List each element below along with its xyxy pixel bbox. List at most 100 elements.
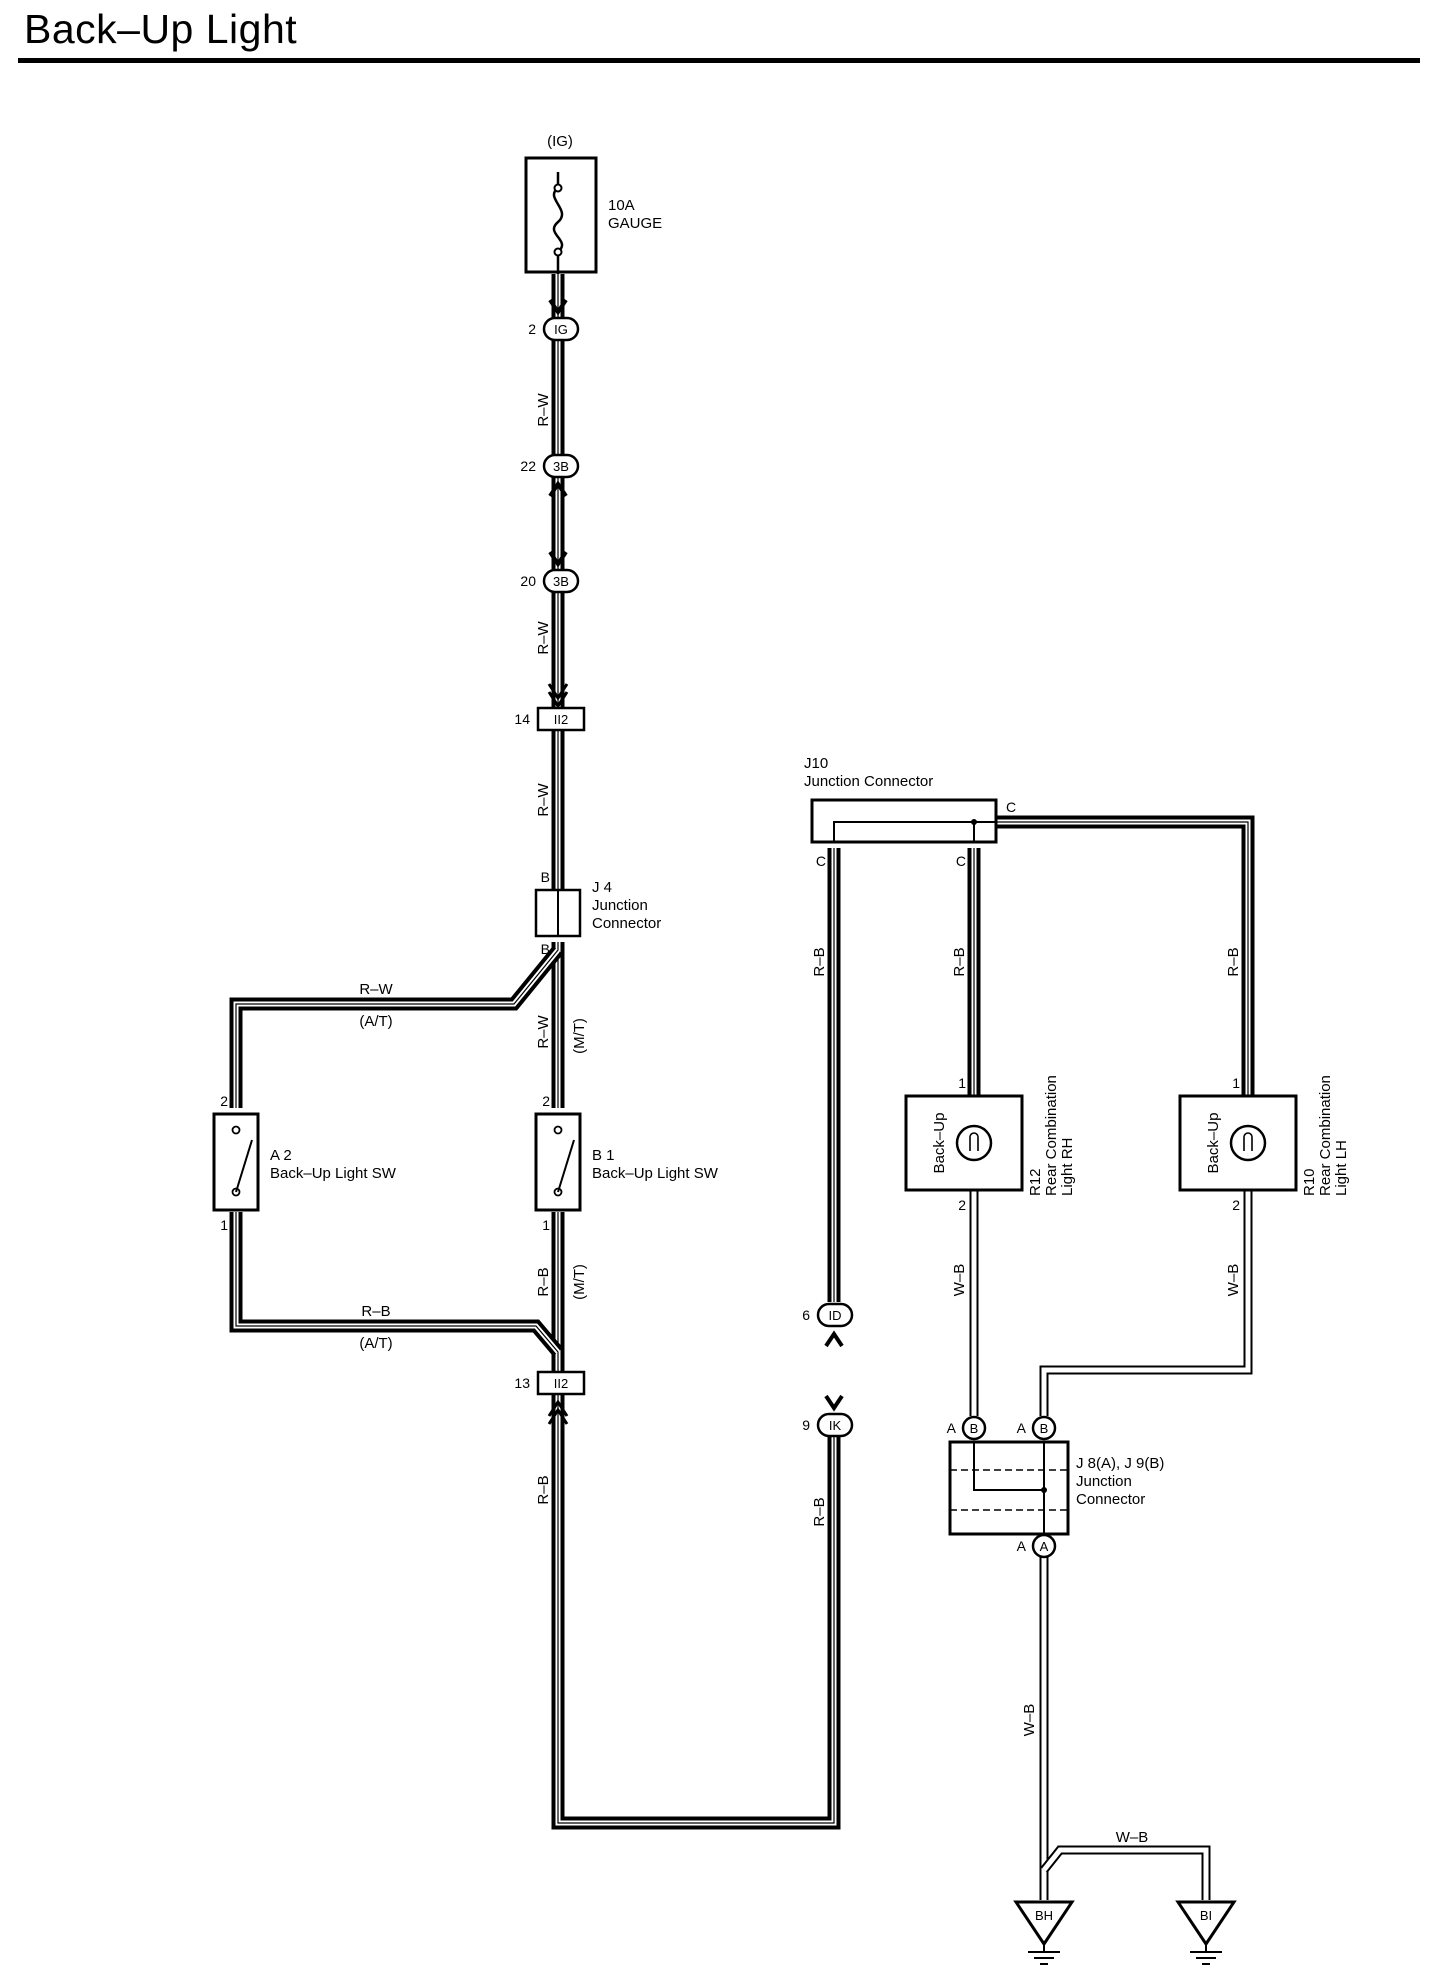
junction-j8-j9: B A B A A A J 8(A), J 9(B) Junction Conn… [947, 1415, 1164, 1559]
lamp-r10: 1 Back–Up 2 R10 Rear Combination Light L… [1178, 1075, 1350, 1213]
switch-a2-name: Back–Up Light SW [270, 1165, 397, 1182]
j8-pin1-code: B [970, 1421, 979, 1436]
wire-label-wb-branch: W–B [1116, 1829, 1149, 1846]
lamp-r12-pin-bottom: 2 [958, 1197, 966, 1213]
connector-3b-bottom: 3B 20 [520, 550, 580, 594]
wire-label-rb-main: R–B [535, 1475, 552, 1504]
j4-pin-top: B [541, 869, 550, 885]
j8j9-line1: Junction [1076, 1473, 1132, 1490]
ground-bi: BI [1175, 1900, 1237, 1965]
wire-label-wb-lh: W–B [1225, 1264, 1242, 1297]
j10-name: Junction Connector [804, 773, 933, 790]
switch-b1-id: B 1 [592, 1147, 615, 1164]
lamp-r12: 1 Back–Up 2 R12 Rear Combination Light R… [904, 1075, 1076, 1213]
j10-pin-left: C [816, 853, 826, 869]
title-divider [18, 58, 1420, 63]
connector-id-pin: 6 [802, 1307, 810, 1323]
switch-a2-pin-top: 2 [220, 1093, 228, 1109]
lamp-r10-line2: Light LH [1333, 1140, 1350, 1196]
j10-id: J10 [804, 755, 828, 772]
j10-pin-right: C [1006, 799, 1016, 815]
variant-at-bottom: (A/T) [359, 1335, 392, 1352]
lamp-r12-line1: Rear Combination [1043, 1075, 1060, 1196]
connector-ii2-top: II2 14 [514, 706, 586, 732]
wire-label-rw3: R–W [535, 782, 552, 816]
j8-pin2-letter: A [1017, 1420, 1027, 1436]
j8-pin2-code: B [1040, 1421, 1049, 1436]
junction-j4: B B J 4 Junction Connector [534, 869, 661, 957]
j4-line1: Junction [592, 897, 648, 914]
connector-ii2-bottom: II2 13 [514, 1370, 586, 1425]
wire-label-wb-main: W–B [1021, 1704, 1038, 1737]
lamp-r10-line1: Rear Combination [1317, 1075, 1334, 1196]
fuse-rating: 10A [608, 197, 635, 214]
wire-label-rb-j10-mid: R–B [951, 947, 968, 976]
switch-b1-pin-bottom: 1 [542, 1217, 550, 1233]
wire-labels: R–W R–W R–W R–W (A/T) R–W (M/T) R–B (M/T… [359, 392, 1242, 1846]
lamp-r12-label: Back–Up [931, 1113, 948, 1174]
ground-bh: BH [1013, 1900, 1075, 1965]
connector-ig: IG 2 [528, 298, 580, 342]
wire-wb-lh [1039, 1190, 1253, 1416]
j8j9-line2: Connector [1076, 1491, 1145, 1508]
wire-rw-at [229, 945, 564, 1108]
lamp-r12-id: R12 [1027, 1168, 1044, 1196]
ground-bh-label: BH [1035, 1908, 1053, 1923]
fuse-power-label: (IG) [547, 133, 573, 150]
lamp-r10-pin-bottom: 2 [1232, 1197, 1240, 1213]
wire-label-wb-rh: W–B [951, 1264, 968, 1297]
connector-ii2-bottom-pin: 13 [514, 1375, 530, 1391]
lamp-r10-label: Back–Up [1205, 1113, 1222, 1174]
switch-b1-name: Back–Up Light SW [592, 1165, 719, 1182]
connector-id: ID 6 [802, 1302, 854, 1348]
wire-label-rb-j10-right: R–B [1225, 947, 1242, 976]
junction-j10: J10 Junction Connector C C C [804, 755, 1016, 869]
connector-ik: IK 9 [802, 1394, 854, 1438]
wire-rb-at [229, 1212, 563, 1357]
connector-ik-pin: 9 [802, 1417, 810, 1433]
switch-a2-pin-bottom: 1 [220, 1217, 228, 1233]
wire-wb-branch [1040, 1845, 1211, 1900]
j4-id: J 4 [592, 879, 612, 896]
j8-pin1-letter: A [947, 1420, 957, 1436]
j4-line2: Connector [592, 915, 661, 932]
wire-label-rb-at: R–B [361, 1303, 390, 1320]
connector-3b-top: 3B 22 [520, 453, 580, 498]
switch-b1: 2 1 B 1 Back–Up Light SW [534, 1093, 719, 1233]
wire-label-rw1: R–W [535, 392, 552, 426]
wire-label-rb-j10-left: R–B [811, 947, 828, 976]
switch-b1-pin-top: 2 [542, 1093, 550, 1109]
lamp-r10-pin-top: 1 [1232, 1075, 1240, 1091]
connector-ii2-top-pin: 14 [514, 711, 530, 727]
wire-label-rw2: R–W [535, 620, 552, 654]
j10-pin-mid: C [956, 853, 966, 869]
wire-label-rb-ik: R–B [811, 1497, 828, 1526]
lamp-r12-line2: Light RH [1059, 1138, 1076, 1196]
connector-3b-bottom-code: 3B [553, 574, 569, 589]
switch-a2: 2 1 A 2 Back–Up Light SW [212, 1093, 397, 1233]
ground-bi-label: BI [1200, 1908, 1212, 1923]
variant-at-top: (A/T) [359, 1013, 392, 1030]
lamp-r10-id: R10 [1301, 1168, 1318, 1196]
connector-ik-code: IK [829, 1418, 842, 1433]
chevron-ii2-top [547, 683, 569, 709]
connector-ii2-top-code: II2 [554, 712, 568, 727]
connector-id-code: ID [829, 1308, 842, 1323]
variant-mt-bottom: (M/T) [571, 1264, 588, 1300]
j4-pin-bottom: B [541, 941, 550, 957]
j8-pin3-letter: A [1017, 1538, 1027, 1554]
switch-a2-id: A 2 [270, 1147, 292, 1164]
fuse-gauge: (IG) 10A GAUGE [524, 133, 662, 274]
wire-label-rw-at: R–W [359, 981, 393, 998]
connector-3b-top-pin: 22 [520, 458, 536, 474]
j8-pin3-code: A [1040, 1539, 1049, 1554]
lamp-r12-pin-top: 1 [958, 1075, 966, 1091]
connector-ig-code: IG [554, 322, 568, 337]
j8j9-id: J 8(A), J 9(B) [1076, 1455, 1164, 1472]
wire-label-rb-mt: R–B [535, 1267, 552, 1296]
page-title: Back–Up Light [24, 6, 298, 52]
connector-3b-bottom-pin: 20 [520, 573, 536, 589]
wire-rb-j10-right [996, 815, 1255, 1096]
wire-label-rw-mt: R–W [535, 1014, 552, 1048]
